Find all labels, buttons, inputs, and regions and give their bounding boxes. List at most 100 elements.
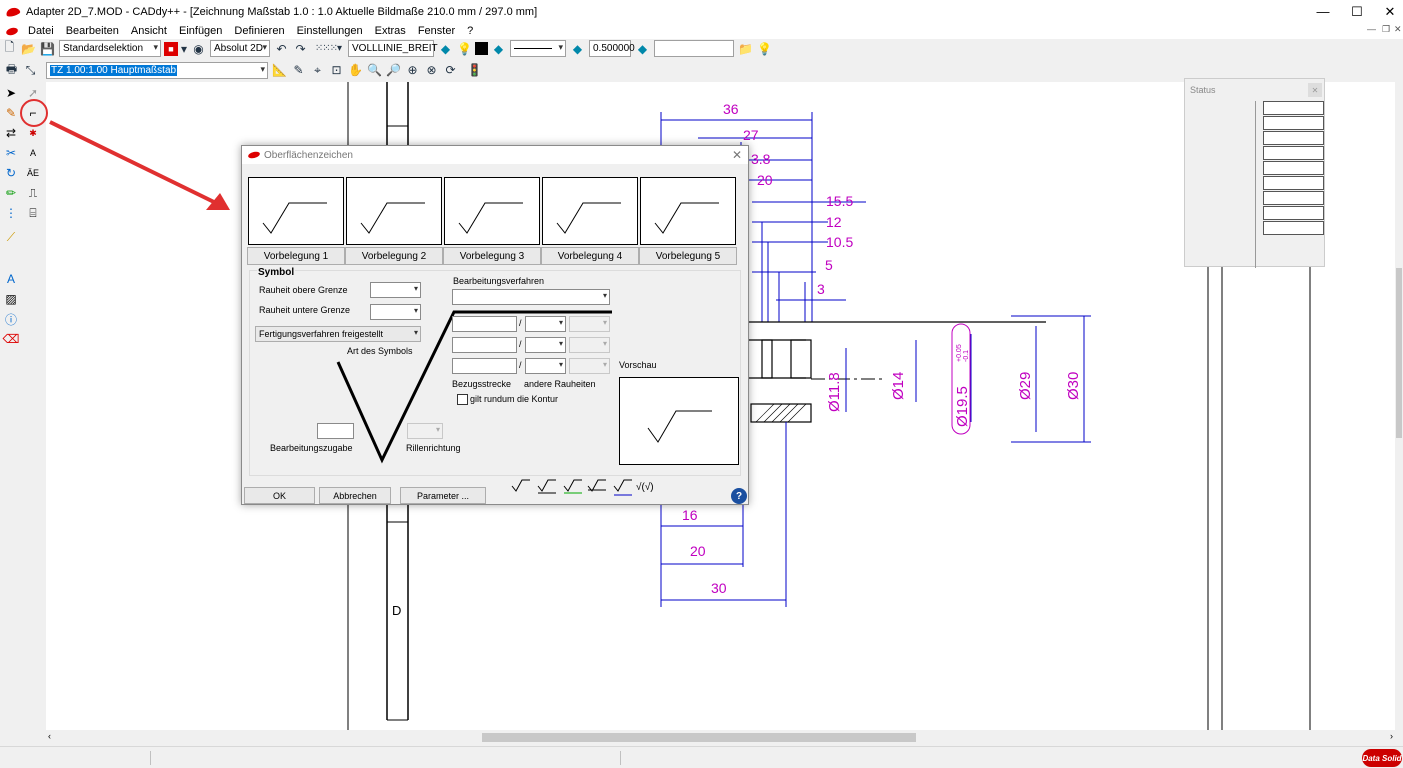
coordinate-mode-select[interactable]: Absolut 2D▾ bbox=[210, 40, 270, 57]
menu-definieren[interactable]: Definieren bbox=[234, 25, 285, 37]
symbol-icon[interactable]: ✱ bbox=[29, 127, 37, 138]
roughness-value-field-1[interactable] bbox=[452, 316, 517, 332]
preset-button-1[interactable]: Vorbelegung 1 bbox=[247, 247, 345, 265]
roughness-unit-select-3[interactable]: ▾ bbox=[525, 358, 566, 374]
symbol-blue-icon[interactable] bbox=[613, 479, 632, 492]
preset-preview-1[interactable] bbox=[248, 177, 344, 245]
pencil-icon[interactable]: ✎ bbox=[293, 63, 304, 77]
zoom-in-icon[interactable]: 🔍 bbox=[367, 63, 382, 77]
globe-icon[interactable]: ◉ bbox=[193, 41, 204, 56]
hatch-icon[interactable]: ▨ bbox=[5, 292, 17, 306]
horizontal-scrollbar[interactable]: ‹ › bbox=[46, 730, 1395, 745]
zoom-all-icon[interactable]: ⊕ bbox=[407, 63, 418, 77]
cursor-icon[interactable]: ⌖ bbox=[314, 62, 321, 77]
empty-toolbar-field[interactable] bbox=[654, 40, 734, 57]
roughness-extra-select-1[interactable]: ▾ bbox=[569, 316, 610, 332]
measure-pencil-icon[interactable]: ✏ bbox=[5, 186, 17, 200]
roughness-value-field-3[interactable] bbox=[452, 358, 517, 374]
symbol-removal-icon[interactable] bbox=[537, 479, 556, 492]
preset-preview-3[interactable] bbox=[444, 177, 540, 245]
vertical-scroll-thumb[interactable] bbox=[1396, 268, 1402, 438]
open-folder-icon[interactable]: 📂 bbox=[21, 41, 36, 56]
close-button[interactable]: ✕ bbox=[1384, 3, 1396, 19]
document-icon[interactable] bbox=[5, 26, 19, 36]
menu-fenster[interactable]: Fenster bbox=[417, 25, 456, 37]
symbol-other-icon[interactable]: √(√) bbox=[636, 481, 654, 493]
roughness-extra-select-2[interactable]: ▾ bbox=[569, 337, 610, 353]
select-arrow-alt-icon[interactable]: ➚ bbox=[27, 86, 39, 100]
menu-einstellungen[interactable]: Einstellungen bbox=[296, 25, 363, 37]
mdi-restore-button[interactable]: ❐ bbox=[1382, 24, 1391, 34]
undo-icon[interactable]: ↶ bbox=[276, 41, 287, 56]
machining-allowance-field[interactable] bbox=[317, 423, 354, 439]
menu-einfuegen[interactable]: Einfügen bbox=[178, 25, 223, 37]
zoom-out-icon[interactable]: 🔎 bbox=[386, 63, 401, 77]
lightbulb-icon[interactable]: 💡 bbox=[757, 41, 772, 56]
mdi-minimize-button[interactable]: — bbox=[1367, 24, 1376, 34]
text-a-icon[interactable]: A bbox=[29, 148, 36, 158]
menu-help[interactable]: ? bbox=[467, 25, 474, 37]
ok-button[interactable]: OK bbox=[244, 487, 315, 504]
trim-icon[interactable]: ✂ bbox=[5, 146, 17, 160]
roughness-upper-select[interactable]: ▾ bbox=[370, 282, 421, 298]
machining-process-select[interactable]: ▾ bbox=[452, 289, 610, 305]
preset-button-5[interactable]: Vorbelegung 5 bbox=[639, 247, 737, 265]
printer-icon[interactable]: 🖶 bbox=[5, 61, 18, 76]
grid-icon[interactable]: ⁙⁙⁙▾ bbox=[314, 43, 342, 54]
roughness-extra-select-3[interactable]: ▾ bbox=[569, 358, 610, 374]
status-panel-close-button[interactable]: ✕ bbox=[1308, 83, 1322, 97]
hatch-stamp-icon[interactable]: ⌸ bbox=[29, 205, 37, 220]
redraw-icon[interactable]: ⟳ bbox=[445, 63, 456, 77]
layer-icon[interactable]: ◆ bbox=[440, 41, 451, 56]
groove-direction-select[interactable]: ▾ bbox=[407, 423, 443, 439]
layer-icon[interactable]: ◆ bbox=[493, 41, 504, 56]
menu-bearbeiten[interactable]: Bearbeiten bbox=[65, 25, 119, 37]
chevron-down-icon[interactable]: ▾ bbox=[180, 41, 188, 56]
info-icon[interactable]: ⓘ bbox=[4, 312, 17, 327]
parameters-button[interactable]: Parameter ... bbox=[400, 487, 486, 504]
dimension-icon[interactable]: ⟋ bbox=[6, 229, 16, 244]
roughness-unit-select-2[interactable]: ▾ bbox=[525, 337, 566, 353]
roughness-value-field-2[interactable] bbox=[452, 337, 517, 353]
folder-icon[interactable]: 📁 bbox=[738, 41, 753, 56]
preset-preview-5[interactable] bbox=[640, 177, 736, 245]
layer-icon[interactable]: ◆ bbox=[637, 41, 648, 56]
measure-icon[interactable]: ⤡ bbox=[25, 62, 36, 77]
rotate-icon[interactable]: ↻ bbox=[5, 166, 17, 180]
selection-mode-select[interactable]: Standardselektion▾ bbox=[59, 40, 161, 57]
scroll-right-icon[interactable]: › bbox=[1390, 731, 1393, 741]
cancel-button[interactable]: Abbrechen bbox=[319, 487, 391, 504]
save-icon[interactable]: 💾 bbox=[40, 41, 55, 56]
horizontal-scroll-thumb[interactable] bbox=[482, 733, 916, 742]
zoom-previous-icon[interactable]: ⊗ bbox=[426, 63, 437, 77]
preset-button-2[interactable]: Vorbelegung 2 bbox=[345, 247, 443, 265]
symbol-green-icon[interactable] bbox=[563, 479, 582, 492]
roughness-lower-select[interactable]: ▾ bbox=[370, 304, 421, 320]
preset-button-4[interactable]: Vorbelegung 4 bbox=[541, 247, 639, 265]
layer-icon[interactable]: ◆ bbox=[572, 41, 583, 56]
color-select-icon[interactable]: ■ bbox=[164, 41, 178, 56]
traffic-light-icon[interactable]: 🚦 bbox=[467, 63, 482, 77]
help-icon[interactable]: ? bbox=[731, 488, 747, 504]
text-edit-icon[interactable]: A bbox=[6, 272, 15, 286]
preset-button-3[interactable]: Vorbelegung 3 bbox=[443, 247, 541, 265]
surface-symbol-tool-icon[interactable]: ⌐ bbox=[29, 106, 37, 120]
scroll-left-icon[interactable]: ‹ bbox=[48, 731, 51, 741]
lightbulb-icon[interactable]: 💡 bbox=[457, 41, 472, 56]
symbol-arrow-icon[interactable] bbox=[587, 479, 606, 492]
all-around-checkbox[interactable] bbox=[457, 394, 468, 405]
menu-datei[interactable]: Datei bbox=[28, 25, 54, 37]
vertical-scrollbar[interactable] bbox=[1395, 82, 1403, 730]
eraser-icon[interactable]: ⌫ bbox=[2, 332, 20, 346]
modify-icon[interactable]: ⇄ bbox=[5, 126, 17, 140]
preset-preview-2[interactable] bbox=[346, 177, 442, 245]
draw-pencil-icon[interactable]: ✎ bbox=[5, 106, 17, 120]
minimize-button[interactable]: — bbox=[1316, 4, 1330, 19]
pan-hand-icon[interactable]: ✋ bbox=[348, 63, 363, 77]
new-file-icon[interactable]: 🗋 bbox=[4, 40, 15, 54]
stamp-icon[interactable]: ⎍ bbox=[28, 185, 38, 200]
pen-color-icon[interactable] bbox=[475, 42, 488, 55]
text-ae-icon[interactable]: ÄE bbox=[26, 168, 39, 178]
preset-preview-4[interactable] bbox=[542, 177, 638, 245]
roughness-unit-select-1[interactable]: ▾ bbox=[525, 316, 566, 332]
